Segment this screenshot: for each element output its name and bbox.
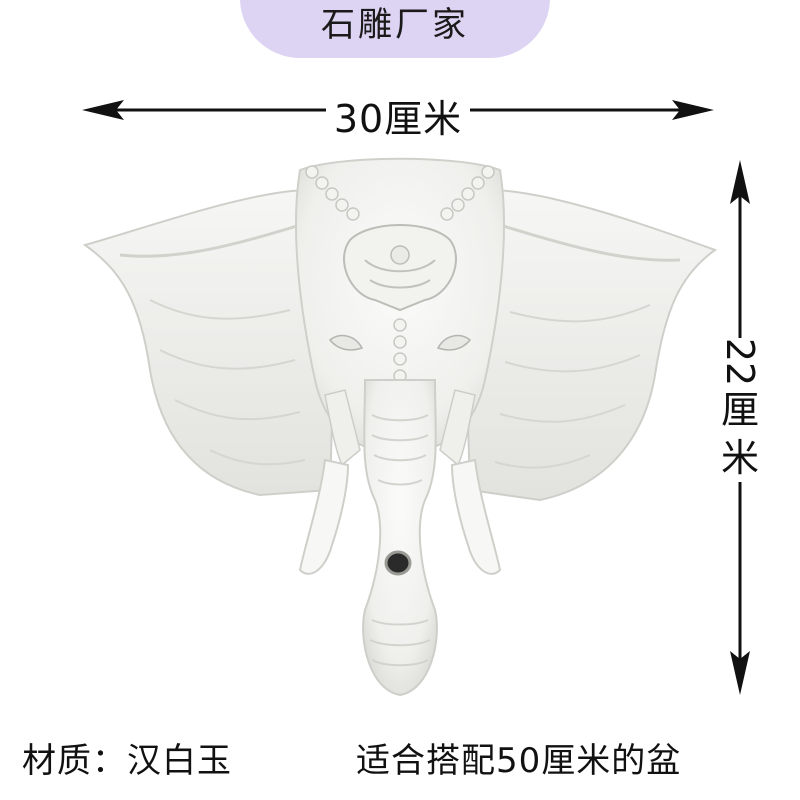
elephant-sculpture-image (80, 150, 720, 714)
pairing-note-text: 适合搭配50厘米的盆 (356, 741, 682, 781)
height-label: 22 厘 米 (715, 338, 765, 482)
caption-bar: 材质：汉白玉 适合搭配50厘米的盆 (0, 733, 800, 783)
height-unit-li: 厘 (720, 388, 759, 432)
brand-banner: 石雕厂家 (240, 0, 550, 58)
width-dimension: 30厘米 (82, 86, 714, 141)
height-unit-mi: 米 (720, 436, 759, 480)
width-label: 30厘米 (325, 97, 471, 141)
height-dimension: 22 厘 米 (715, 160, 765, 695)
banner-title: 石雕厂家 (321, 5, 469, 45)
elephant-head-icon (82, 157, 718, 697)
material-text: 材质：汉白玉 (22, 741, 232, 781)
height-value: 22 (718, 337, 762, 387)
